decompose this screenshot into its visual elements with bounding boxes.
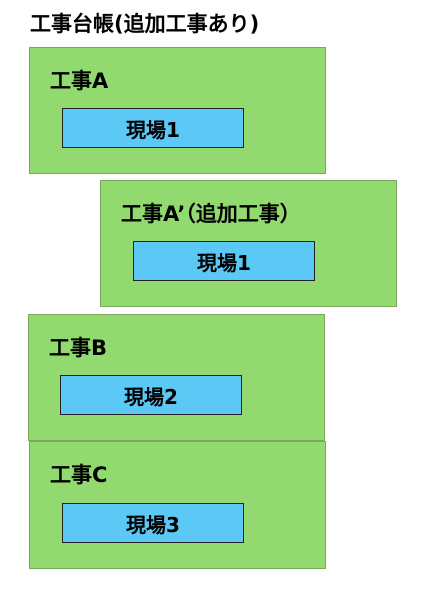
project-box-a: 工事A 現場1 — [29, 47, 326, 174]
site-box: 現場2 — [60, 375, 242, 415]
site-box: 現場3 — [62, 503, 244, 543]
site-label: 現場1 — [126, 117, 180, 142]
site-label: 現場3 — [126, 512, 180, 537]
project-box-a-additional: 工事A’（追加工事） 現場1 — [100, 180, 397, 307]
site-box: 現場1 — [133, 241, 315, 281]
project-label: 工事B — [49, 336, 108, 360]
project-box-b: 工事B 現場2 — [28, 314, 325, 441]
project-label: 工事C — [50, 463, 108, 487]
site-label: 現場1 — [197, 250, 251, 275]
site-label: 現場2 — [124, 384, 178, 409]
project-label: 工事A — [50, 69, 109, 93]
project-label: 工事A’（追加工事） — [121, 202, 301, 226]
project-box-c: 工事C 現場3 — [29, 441, 326, 569]
site-box: 現場1 — [62, 108, 244, 148]
page-title: 工事台帳(追加工事あり) — [30, 12, 260, 36]
